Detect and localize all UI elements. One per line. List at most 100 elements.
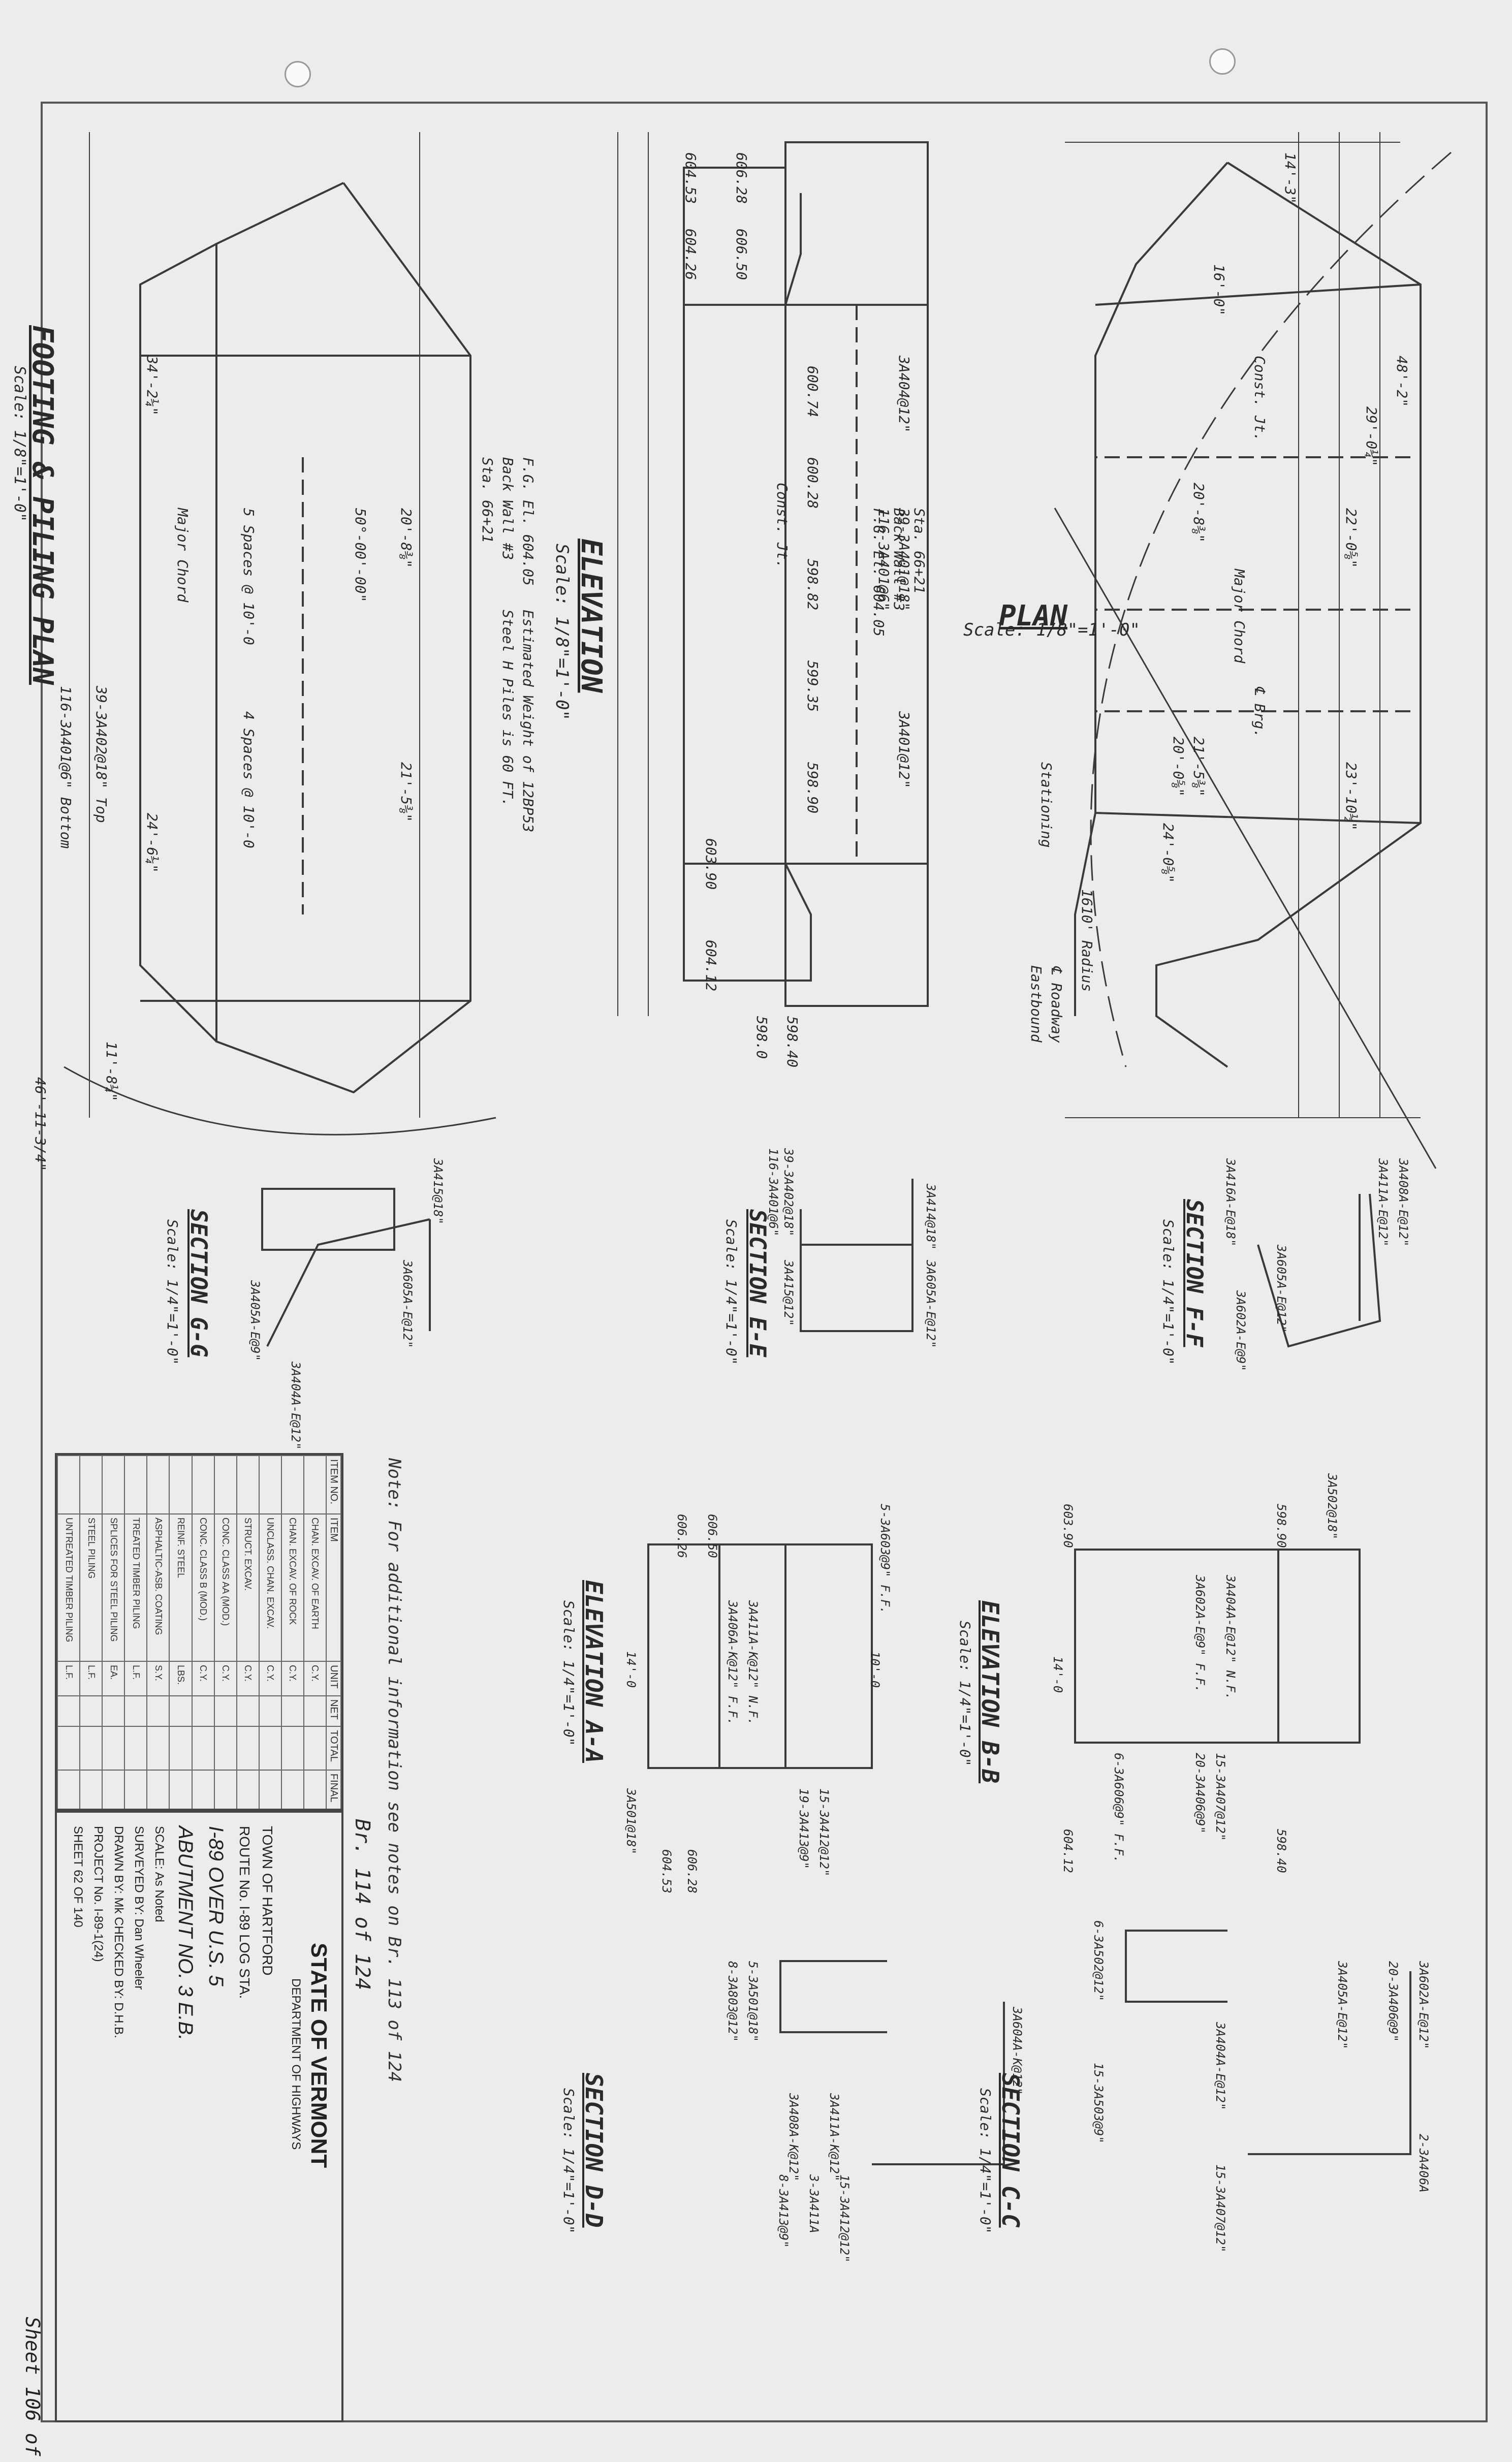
elevation-el-11: 598.0 xyxy=(753,1016,770,1059)
elevation-el-8: 603.90 xyxy=(703,838,719,890)
title-drawn: DRAWN BY: Mk CHECKED BY: D.H.B. xyxy=(112,1826,125,2038)
elevation-el-13: 604.26 xyxy=(682,229,699,280)
title-dept: DEPARTMENT OF HIGHWAYS xyxy=(289,1978,303,2150)
table-cell xyxy=(214,1456,237,1514)
table-cell xyxy=(57,1695,80,1727)
table-cell xyxy=(102,1770,125,1810)
plan-major-chord: Major Chord xyxy=(1231,569,1248,664)
footing-dim-4: 34'-2¼" xyxy=(144,356,161,416)
section-gg-scale: Scale: 1/4"=1'-0" xyxy=(164,1219,181,1365)
plan-scale: Scale: 1/8"=1'-0" xyxy=(963,620,1140,640)
table-cell xyxy=(147,1726,170,1770)
table-row: UNCLASS. CHAN. EXCAV.C.Y. xyxy=(259,1456,281,1810)
elevation-aa-el-1: 606.50 xyxy=(705,1514,719,1558)
title-project-name: I-89 OVER U.S. 5 xyxy=(205,1826,227,1986)
plan-radius: 1610' Radius xyxy=(1079,889,1095,992)
plan-dim-8: 48'-2" xyxy=(1394,356,1410,407)
section-dd-rebar-5: 3-3A411A xyxy=(807,2174,821,2233)
table-cell xyxy=(57,1456,80,1514)
elevation-bb-rebar-3: 3A602A-E@9" F.F. xyxy=(1193,1575,1207,1693)
elevation-aa-width-1: 14'-0 xyxy=(624,1651,638,1688)
table-cell xyxy=(214,1726,237,1770)
sheet-number: Sheet 106 of 141 xyxy=(21,2317,44,2462)
plan-view xyxy=(1054,132,1452,1169)
table-cell xyxy=(80,1456,103,1514)
table-cell: STRUCT. EXCAV. xyxy=(236,1514,259,1662)
plan-dim-3: 24'-0⅝" xyxy=(1160,823,1177,883)
section-dd-title: SECTION D-D xyxy=(580,2073,608,2228)
elevation-view xyxy=(617,132,929,1016)
section-ee-rebar-2: 3A605A-E@12" xyxy=(924,1260,938,1348)
elevation-rebar-3: 116-3A401@6" xyxy=(875,508,892,611)
plan-roadway: ℄ Roadway xyxy=(1048,965,1065,1043)
table-cell xyxy=(236,1726,259,1770)
title-drawing: ABUTMENT NO. 3 E.B. xyxy=(174,1826,197,2041)
table-cell xyxy=(259,1695,281,1727)
plan-eastbound: Eastbound xyxy=(1028,965,1045,1043)
section-ee-rebar-4: 39-3A402@18" xyxy=(781,1148,796,1237)
elevation-aa-el-4: 604.53 xyxy=(659,1849,674,1893)
table-cell xyxy=(192,1770,214,1810)
elevation-rebar-2: 39-3A401@18" xyxy=(896,508,912,611)
elevation-rebar-1: 3A404@12" xyxy=(896,356,912,433)
elevation-scale: Scale: 1/8"=1'-0" xyxy=(552,544,572,720)
title-block: STATE OF VERMONT DEPARTMENT OF HIGHWAYS … xyxy=(55,1809,343,2422)
section-dd-scale: Scale: 1/4"=1'-0" xyxy=(560,2088,577,2234)
elevation-aa-rebar-6: 3A501@18" xyxy=(624,1788,638,1855)
table-cell xyxy=(102,1456,125,1514)
footing-back-wall: Back Wall #3 xyxy=(499,457,516,560)
footing-station: Sta. 66+21 xyxy=(479,457,496,543)
table-cell: LBS. xyxy=(169,1661,192,1696)
section-dd-rebar-2: 3A411A-K@12" xyxy=(827,2093,841,2182)
table-cell xyxy=(281,1726,304,1770)
section-cc-rebar-2: 2-3A406A xyxy=(1416,2134,1431,2193)
table-cell: S.Y. xyxy=(147,1661,170,1696)
table-row: STRUCT. EXCAV.C.Y. xyxy=(236,1456,259,1810)
elevation-aa-width-2: 10'-0 xyxy=(868,1651,882,1688)
footing-angle: 50°-00'-00" xyxy=(352,508,369,603)
footing-dim-3: 24'-6¼" xyxy=(144,813,161,873)
table-cell xyxy=(192,1726,214,1770)
footing-fg-el: F.G. El. 604.05 xyxy=(520,457,537,586)
title-state: STATE OF VERMONT xyxy=(306,1943,331,2168)
section-ff-title: SECTION F-F xyxy=(1181,1199,1207,1347)
section-ff-rebar-1: 3A408A-E@12" xyxy=(1396,1158,1410,1247)
section-gg-rebar-1: 3A415@18" xyxy=(431,1158,445,1225)
elevation-bb-rebar-4: 15-3A407@12" xyxy=(1213,1753,1227,1841)
footing-title: FOOTING & PILING PLAN xyxy=(26,325,59,685)
plan-brg: ℄ Brg. xyxy=(1251,686,1268,738)
elevation-bb-rebar-1: 3A502@18" xyxy=(1325,1473,1339,1540)
table-cell: CONC. CLASS B (MOD.) xyxy=(192,1514,214,1662)
section-cc-rebar-4: 15-3A407@12" xyxy=(1213,2164,1227,2253)
table-cell xyxy=(102,1726,125,1770)
footing-scale: Scale: 1/8"=1'-0" xyxy=(11,366,28,522)
elevation-el-7: 598.90 xyxy=(804,762,821,814)
table-cell: TREATED TIMBER PILING xyxy=(124,1514,147,1662)
plan-dim-2: 21'-5⅜" xyxy=(1190,737,1207,797)
elevation-aa-rebar-2: 3A411A-K@12" N.F. xyxy=(746,1600,760,1725)
plan-dim-10: 23'-10½" xyxy=(1343,762,1360,831)
elevation-el-6: 599.35 xyxy=(804,660,821,712)
table-cell xyxy=(57,1770,80,1810)
table-cell: CHAN. EXCAV. OF EARTH xyxy=(303,1514,326,1662)
plan-stationing: Stationing xyxy=(1038,762,1055,848)
table-cell: C.Y. xyxy=(214,1661,237,1696)
title-project-no: PROJECT No. I-89-1(24) xyxy=(91,1826,105,1962)
section-ee-rebar-5: 116-3A401@6" xyxy=(766,1148,780,1237)
table-cell xyxy=(147,1770,170,1810)
elevation-bb-rebar-5: 20-3A406@9" xyxy=(1193,1753,1207,1834)
table-cell xyxy=(124,1695,147,1727)
section-cc-title: SECTION C-C xyxy=(997,2073,1024,2228)
footing-major-chord: Major Chord xyxy=(174,508,191,603)
table-cell xyxy=(303,1456,326,1514)
section-cc-rebar-8: 20-3A406@9" xyxy=(1386,1961,1400,2042)
title-town: TOWN OF HARTFORD xyxy=(260,1826,275,1976)
quantities-header-cell: ITEM xyxy=(326,1514,341,1662)
elevation-aa-rebar-3: 3A406A-K@12" F.F. xyxy=(726,1600,740,1725)
